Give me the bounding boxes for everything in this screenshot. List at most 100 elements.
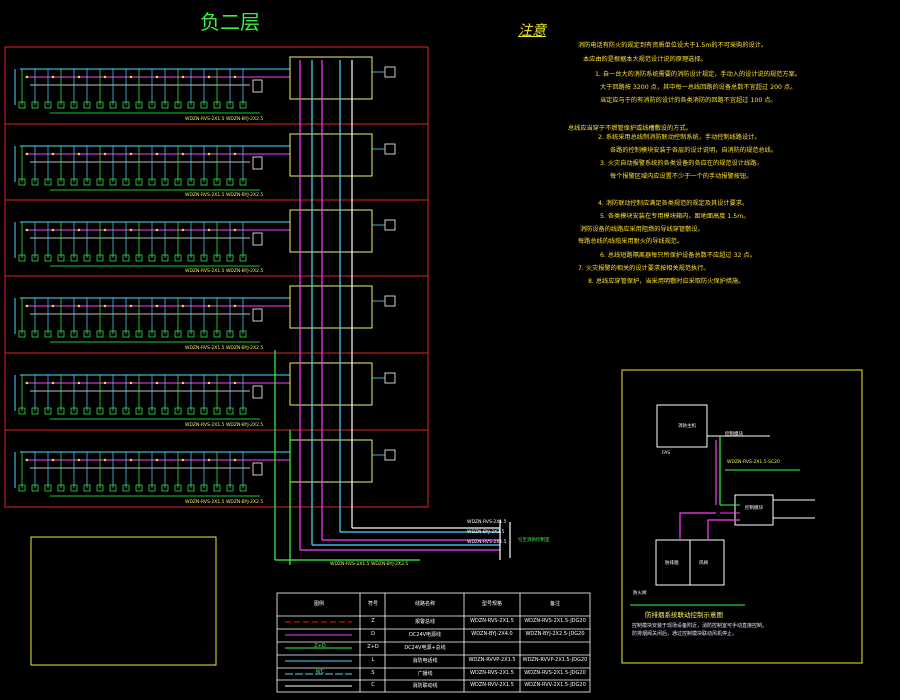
detector-symbol (96, 407, 104, 415)
detector-symbol (83, 330, 91, 338)
node-dot (207, 228, 211, 232)
floor-cable-label: WDZN-RVS-2X1.5 WDZN-BYJ-2X2.5 (185, 500, 264, 505)
node-dot (207, 304, 211, 308)
node-dot (103, 458, 107, 462)
node-dot (155, 304, 159, 308)
node-dot (155, 152, 159, 156)
terminal-box (384, 219, 396, 231)
detector-symbol (135, 484, 143, 492)
detector-symbol (174, 407, 182, 415)
detector-symbol (83, 407, 91, 415)
detector-symbol (200, 484, 208, 492)
detector-symbol (200, 254, 208, 262)
system-caption-note: 控制模块安装于现场设备附近，消防控制室可手动直接控制。 (632, 623, 768, 629)
system-bottom-left: 防排烟 (665, 561, 679, 566)
detector-symbol (239, 254, 247, 262)
junction-box (289, 439, 373, 483)
system-caption: 防排烟系统联动控制示意图 (645, 611, 723, 619)
node-dot (51, 228, 55, 232)
detector-symbol (83, 484, 91, 492)
detector-symbol (239, 484, 247, 492)
node-dot (129, 228, 133, 232)
note-line: 4. 消防联动控制应满足各类规范的规定及其设计要求。 (598, 200, 749, 207)
detector-symbol (57, 254, 65, 262)
node-dot (155, 381, 159, 385)
node-dot (77, 381, 81, 385)
note-line: 当定应与于的有消防的设计的各类消防的回路不宜超过 100 点。 (600, 97, 777, 104)
detector-symbol (18, 407, 26, 415)
floor-cable-label: WDZN-RVS-2X1.5 WDZN-BYJ-2X2.5 (185, 193, 264, 198)
note-line: 大于回路按 3200 点，其中每一总线回路的设备总数不宜超过 200 点。 (600, 84, 797, 91)
node-dot (233, 228, 237, 232)
node-dot (77, 152, 81, 156)
detector-symbol (31, 178, 39, 186)
terminal-box (384, 143, 396, 155)
node-dot (25, 458, 29, 462)
legend-cell-sym: L (371, 657, 375, 663)
detector-symbol (18, 178, 26, 186)
node-dot (51, 458, 55, 462)
detector-symbol (239, 407, 247, 415)
detector-symbol (18, 484, 26, 492)
floor-cable-label: WDZN-RVS-2X1.5 WDZN-BYJ-2X2.5 (185, 346, 264, 351)
node-dot (25, 75, 29, 79)
node-dot (181, 152, 185, 156)
module-box (252, 462, 263, 476)
node-dot (181, 228, 185, 232)
detector-symbol (187, 101, 195, 109)
floor-rows (14, 56, 396, 497)
legend-cell-sym: Z+D (367, 644, 379, 650)
riser-feed-note: 引至消防控制室 (518, 538, 550, 543)
detector-symbol (200, 330, 208, 338)
floor-cable-label: WDZN-RVS-2X1.5 WDZN-BYJ-2X2.5 (185, 423, 264, 428)
legend-cell-remark: WDZN-RVS-2X1.5-JDG20 (524, 670, 586, 676)
detector-symbol (109, 330, 117, 338)
note-line: 2. 系统采用总线制消防联动控制系统，手动控制线路设计。 (598, 134, 761, 141)
note-line: 总线应当穿于不燃管保护或线槽敷设的方式。 (568, 125, 692, 132)
detector-symbol (226, 407, 234, 415)
detector-symbol (44, 484, 52, 492)
legend-line-label: WC (315, 669, 325, 675)
detector-symbol (187, 178, 195, 186)
system-cable-label: WDZN-RVS-2X1.5-SC20 (727, 460, 780, 465)
floor-panels (4, 46, 429, 508)
detector-symbol (44, 101, 52, 109)
detector-symbol (239, 178, 247, 186)
detector-symbol (96, 484, 104, 492)
detector-symbol (148, 254, 156, 262)
note-line: 各路的控制模块安装于各层的设计说明，自消防的规范总线。 (610, 147, 778, 154)
node-dot (129, 458, 133, 462)
system-diagram (621, 369, 863, 664)
detector-symbol (31, 407, 39, 415)
detector-symbol (109, 484, 117, 492)
detector-symbol (31, 254, 39, 262)
legend-header: 备注 (549, 601, 560, 607)
detector-symbol (213, 330, 221, 338)
legend-cell-model: WDZN-RVS-2X1.5 (470, 670, 514, 676)
node-dot (129, 304, 133, 308)
detector-symbol (200, 178, 208, 186)
node-dot (155, 458, 159, 462)
terminal-box (384, 66, 396, 78)
legend-cell-model: WDZN-RVV-2X1.5 (470, 682, 514, 688)
node-dot (233, 381, 237, 385)
legend-cell-model: WDZN-RVVP-2X1.5 (468, 657, 516, 663)
notes-title: 注意 (518, 23, 546, 39)
node-dot (129, 75, 133, 79)
detector-symbol (44, 254, 52, 262)
terminal-box (384, 449, 396, 461)
detector-symbol (174, 484, 182, 492)
detector-symbol (226, 254, 234, 262)
drawing-title: 负二层 (200, 10, 260, 34)
junction-box (289, 362, 373, 406)
detector-symbol (70, 484, 78, 492)
system-bottom-right: 风阀 (699, 561, 708, 566)
note-line: 8. 总线应穿管保护，当采用明敷时应采取防火保护措施。 (588, 278, 745, 285)
riser-lines (274, 60, 511, 565)
legend-cell-remark: WDZN-RVV-2X1.5-JDG20 (524, 682, 586, 688)
detector-symbol (200, 101, 208, 109)
node-dot (233, 458, 237, 462)
detector-symbol (226, 101, 234, 109)
detector-symbol (83, 101, 91, 109)
